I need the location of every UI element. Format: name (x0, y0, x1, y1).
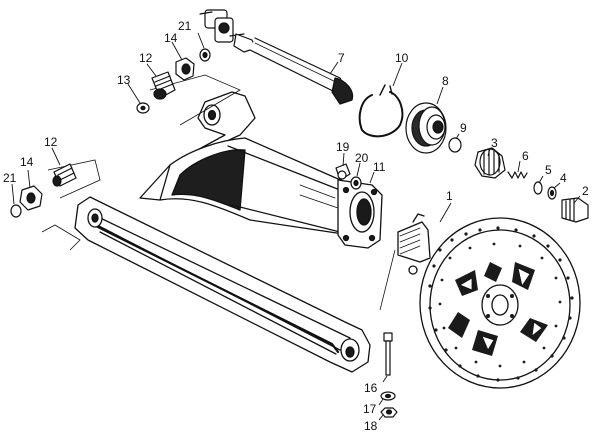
leader-11 (369, 171, 375, 184)
leader-14a (171, 41, 183, 61)
label-11: 11 (373, 160, 386, 174)
leader-20 (356, 162, 361, 177)
leader-19 (342, 152, 345, 167)
label-18: 18 (364, 419, 378, 433)
leader-17 (378, 398, 384, 406)
washer-20 (350, 176, 362, 190)
label-4: 4 (560, 171, 567, 185)
hub-seal (405, 102, 447, 154)
label-21b: 21 (3, 171, 17, 185)
label-21a: 21 (178, 19, 192, 33)
assembly-guide-lines (41, 74, 396, 311)
leader-6 (517, 160, 521, 173)
leader-2 (573, 195, 581, 204)
grease-nipple-12b (52, 163, 77, 187)
pivot-bolt (383, 332, 393, 376)
label-14a: 14 (164, 31, 178, 45)
leader-21b (11, 183, 15, 205)
washer-13 (136, 102, 150, 114)
label-19: 19 (336, 140, 350, 154)
label-13: 13 (117, 73, 131, 87)
label-17: 17 (363, 402, 377, 416)
leader-13 (127, 83, 141, 104)
label-3: 3 (491, 136, 498, 150)
label-12b: 12 (44, 135, 58, 149)
label-2: 2 (582, 184, 589, 198)
hex-nut-14b (19, 185, 43, 211)
washer-9 (448, 137, 462, 153)
circlip (358, 84, 404, 138)
leader-9 (455, 133, 460, 140)
grease-nipple-12a (151, 71, 176, 100)
washer-17 (380, 391, 396, 401)
leader-4 (553, 182, 561, 189)
leader-14b (27, 169, 31, 189)
label-6: 6 (522, 149, 529, 163)
label-14b: 14 (20, 155, 34, 169)
brake-disc (397, 213, 581, 389)
leader-10 (392, 62, 403, 87)
washer-5 (533, 181, 543, 195)
washer-21a (199, 48, 211, 62)
label-7: 7 (338, 51, 345, 65)
spring (507, 171, 528, 179)
washer-4 (547, 186, 557, 200)
leader-12b (51, 147, 61, 166)
hex-nut-14a (175, 57, 195, 81)
label-20: 20 (355, 151, 369, 165)
bearing (474, 147, 506, 179)
leader-7 (329, 61, 339, 75)
swinging-arm (74, 91, 383, 373)
leader-3 (487, 147, 491, 157)
label-1: 1 (446, 189, 453, 203)
nut-18 (380, 407, 398, 418)
washer-21b (10, 204, 22, 218)
leader-21a (197, 32, 205, 49)
label-8: 8 (442, 74, 449, 88)
bush-19 (335, 163, 351, 181)
label-5: 5 (545, 163, 552, 177)
leader-5 (538, 175, 544, 184)
leader-8 (436, 86, 444, 105)
label-9: 9 (460, 121, 467, 135)
leader-12a (146, 63, 157, 77)
leader-1 (439, 202, 452, 223)
callouts: 1 2 3 4 5 6 7 8 9 10 11 12 12 13 14 14 1 (3, 19, 589, 433)
leader-16 (382, 375, 388, 383)
label-10: 10 (395, 51, 409, 65)
label-16: 16 (364, 381, 378, 395)
drive-shaft (199, 9, 354, 105)
leader-18 (378, 414, 384, 421)
label-12a: 12 (139, 51, 153, 65)
